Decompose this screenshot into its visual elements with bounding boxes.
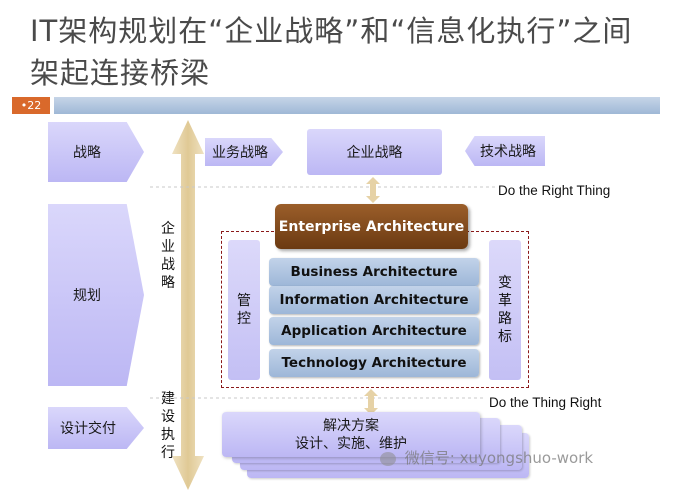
header-strip <box>54 97 660 114</box>
roadmap-pillar: 变革路标 <box>489 240 521 380</box>
technology-architecture-layer: Technology Architecture <box>269 349 479 377</box>
small-double-arrow-upper <box>366 177 380 203</box>
roadmap-label: 变革路标 <box>498 275 512 345</box>
enterprise-strategy-label: 企业战略 <box>346 145 403 161</box>
page-title: IT架构规划在“企业战略”和“信息化执行”之间架起连接桥梁 <box>30 14 633 90</box>
tech-strategy-chevron: 技术战略 <box>465 136 545 166</box>
tech-strategy-label: 技术战略 <box>480 144 536 160</box>
layer-label: Application Architecture <box>281 323 467 339</box>
vertical-double-arrow <box>172 120 204 490</box>
slide-number: •22 <box>12 97 50 114</box>
layer-label: Information Architecture <box>279 292 469 308</box>
business-architecture-layer: Business Architecture <box>269 258 479 286</box>
enterprise-strategy-box: 企业战略 <box>307 129 442 175</box>
do-thing-right-label: Do the Thing Right <box>489 395 602 410</box>
solution-card: 解决方案 设计、实施、维护 <box>222 412 480 457</box>
governance-label: 管控 <box>237 293 251 327</box>
layer-label: Technology Architecture <box>281 355 467 371</box>
delivery-label: 设计交付 <box>60 421 116 437</box>
delivery-chevron: 设计交付 <box>48 407 144 449</box>
arrow-label-upper: 企业战略 <box>161 221 175 291</box>
do-right-thing-label: Do the Right Thing <box>498 183 611 198</box>
solution-title: 解决方案 <box>323 417 379 434</box>
governance-pillar: 管控 <box>228 240 260 380</box>
arrow-label-lower: 建设执行 <box>161 391 175 461</box>
layer-label: Business Architecture <box>290 264 458 280</box>
watermark-text: 微信号: xuyongshuo-work <box>404 449 594 467</box>
divider-lower <box>150 397 485 399</box>
solution-subtitle: 设计、实施、维护 <box>295 435 407 452</box>
planning-label: 规划 <box>73 288 101 304</box>
application-architecture-layer: Application Architecture <box>269 317 479 345</box>
information-architecture-layer: Information Architecture <box>269 286 479 314</box>
small-double-arrow-lower <box>364 389 378 415</box>
divider-upper <box>150 186 495 188</box>
enterprise-architecture-box: Enterprise Architecture <box>275 204 468 249</box>
planning-chevron: 规划 <box>48 204 144 386</box>
enterprise-architecture-label: Enterprise Architecture <box>278 218 465 235</box>
wechat-icon <box>380 451 396 466</box>
business-strategy-chevron: 业务战略 <box>205 138 283 166</box>
strategy-label: 战略 <box>73 145 101 161</box>
watermark: 微信号: xuyongshuo-work <box>380 447 593 468</box>
business-strategy-label: 业务战略 <box>212 145 268 161</box>
strategy-chevron: 战略 <box>48 122 144 182</box>
